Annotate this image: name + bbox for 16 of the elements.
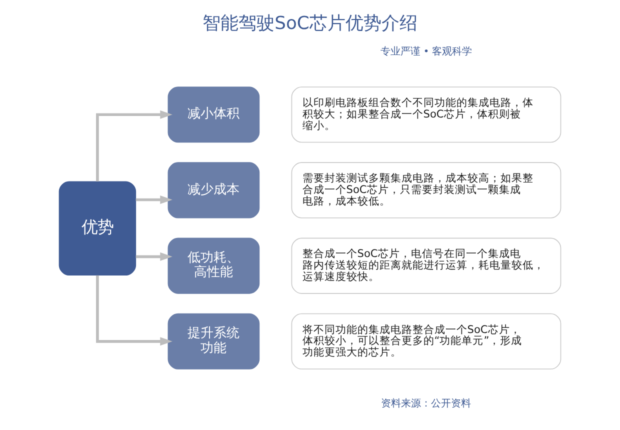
node-box: 减少成本 — [168, 162, 260, 218]
node-box: 需要封装测试多颗集成电路，成本较高；如果整合成一个SoC芯片，只需要封装测试一颗集成电路，成本较低。 — [291, 162, 562, 218]
arrow — [136, 195, 172, 204]
arrow — [96, 275, 172, 346]
label: 资料来源：公开资料 — [381, 398, 472, 410]
node-box: 整合成一个SoC芯片，电信号在同一个集成电路内传送较短的距离就能进行运算，耗电量较低，运算速度较快。 — [291, 238, 562, 294]
arrow — [136, 252, 172, 261]
diagram-title: 智能驾驶SoC芯片优势介绍 — [202, 12, 418, 34]
node-box: 将不同功能的集成电路整合成一个SoC芯片，体积较小，可以整合更多的“功能单元”，形成功能更强大的芯片。 — [291, 313, 562, 370]
node-box: 以印刷电路板组合数个不同功能的集成电路，体积较大；如果整合成一个SoC芯片，体积则被缩小。 — [291, 86, 562, 143]
node-box: 优势 — [58, 181, 136, 276]
node-box: 提升系统功能 — [168, 313, 260, 370]
label: 专业严谨 • 客观科学 — [380, 46, 472, 58]
node-box: 低功耗、高性能 — [168, 238, 260, 294]
node-box: 减小体积 — [168, 86, 260, 143]
arrow — [96, 110, 172, 182]
